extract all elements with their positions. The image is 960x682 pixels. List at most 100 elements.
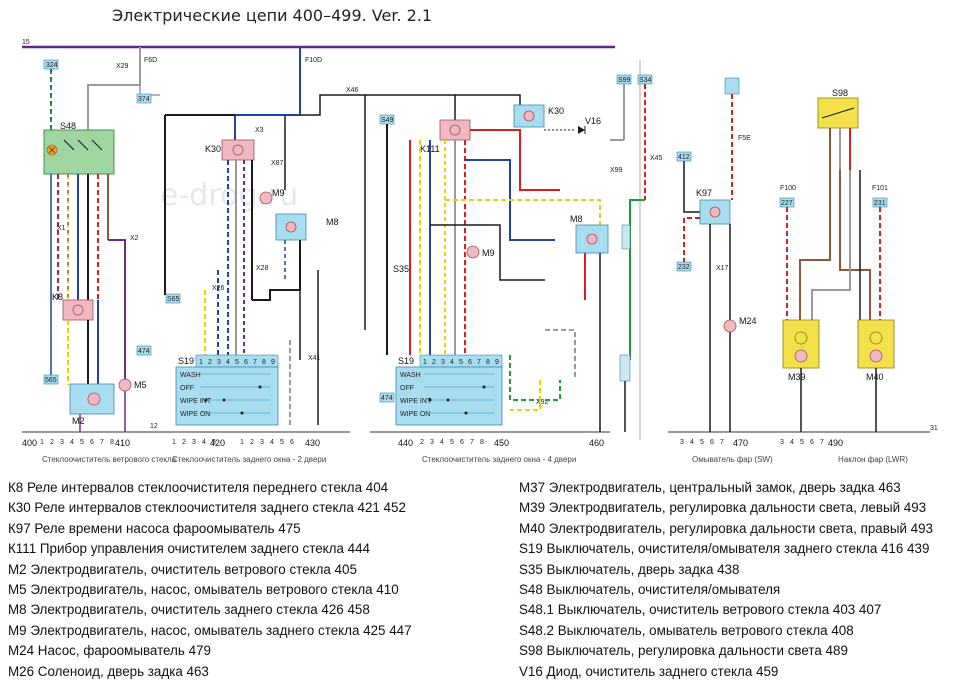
svg-text:3: 3 — [60, 439, 64, 446]
s19a-pin-9: 9 — [271, 359, 275, 366]
s19b-pin-9: 9 — [495, 359, 499, 366]
s19a-pin-4: 4 — [226, 359, 230, 366]
label-k8: K8 — [52, 292, 63, 302]
svg-text:6: 6 — [290, 439, 294, 446]
legend-right: М37 Электродвигатель, центральный замок,… — [519, 478, 933, 682]
conn-x87: X87 — [271, 160, 284, 167]
conn-x92: X92 — [536, 399, 549, 406]
legend-item: М37 Электродвигатель, центральный замок,… — [519, 480, 901, 495]
fuse-f101: F101 — [872, 185, 888, 192]
section-rear-4door: S49 S35 K111 M9 K30 V16 S99 S34 — [365, 74, 663, 432]
svg-text:5: 5 — [700, 439, 704, 446]
section-rear-2door: F10D X46 K30 X3 X87 M9 M8 X28 S65 X26 — [164, 47, 366, 426]
wire-tag-324: 324 — [46, 62, 58, 69]
relay-k30-2door — [221, 139, 255, 161]
col-s3-mid: 450 — [494, 438, 509, 448]
svg-text:3: 3 — [780, 439, 784, 446]
legend-item: М39 Электродвигатель, регулировка дально… — [519, 500, 927, 516]
section-windshield: 324 F6D X29 374 S48 X1 X2 K8 — [43, 47, 160, 432]
diagram-title: Электрические цепи 400–499. Ver. 2.1 — [112, 6, 433, 25]
wire-tag-231: 231 — [874, 200, 886, 207]
motor-icon — [87, 392, 101, 406]
svg-text:5: 5 — [450, 439, 454, 446]
s19a-pin-7: 7 — [253, 359, 257, 366]
conn-x41: X41 — [308, 355, 321, 362]
conn-x28: X28 — [256, 265, 269, 272]
wire-tag-232: 232 — [678, 264, 690, 271]
s19a-pin-3: 3 — [217, 359, 221, 366]
label-m5: M5 — [134, 380, 147, 390]
label-k30-2door: K30 — [205, 144, 221, 154]
section-caption-2: Стеклоочиститель заднего окна - 2 двери — [172, 455, 326, 464]
legend-item: М40 Электродвигатель, регулировка дально… — [519, 520, 933, 536]
svg-text:4: 4 — [202, 439, 206, 446]
conn-x46: X46 — [346, 87, 359, 94]
s19a-pin-5: 5 — [235, 359, 239, 366]
svg-text:4: 4 — [690, 439, 694, 446]
s19a-row-on: WIPE ON — [180, 411, 210, 418]
wire-tag-474b: 474 — [381, 395, 393, 402]
label-k97: K97 — [696, 188, 712, 198]
conn-x2: X2 — [130, 235, 139, 242]
label-m9-4door: M9 — [482, 248, 495, 258]
legend-item: S48.1 Выключатель, очиститель ветрового … — [519, 602, 882, 618]
svg-text:4: 4 — [270, 439, 274, 446]
svg-text:2: 2 — [250, 439, 254, 446]
switch-s19-2door — [175, 366, 279, 426]
legend-item: М9 Электродвигатель, насос, омыватель за… — [8, 622, 412, 638]
label-m8-2door: M8 — [326, 217, 339, 227]
conn-x17: X17 — [716, 265, 729, 272]
svg-text:6: 6 — [90, 439, 94, 446]
wire-tag-s34: S34 — [639, 77, 652, 84]
section-caption-1: Стеклоочиститель ветрового стекла — [42, 455, 177, 464]
s19b-row-wash: WASH — [400, 372, 421, 379]
switch-s48 — [43, 129, 115, 175]
svg-text:5: 5 — [280, 439, 284, 446]
svg-text:7: 7 — [470, 439, 474, 446]
legend-item: К8 Реле интервалов стеклоочистителя пере… — [8, 480, 389, 495]
label-s19-4door: S19 — [398, 356, 414, 366]
wire-tag-474: 474 — [138, 348, 150, 355]
watermark: e-drog.ru — [160, 178, 298, 213]
s19b-pin-1: 1 — [423, 359, 427, 366]
s19b-pin-6: 6 — [468, 359, 472, 366]
svg-text:1: 1 — [240, 439, 244, 446]
fuse-f5e: F5E — [738, 135, 751, 142]
fuse-f6d: F6D — [144, 57, 157, 64]
svg-text:2: 2 — [50, 439, 54, 446]
svg-text:8: 8 — [110, 439, 114, 446]
col-s3-start: 440 — [398, 438, 413, 448]
legend-item: М5 Электродвигатель, насос, омыватель ве… — [8, 582, 399, 598]
svg-text:8: 8 — [480, 439, 484, 446]
svg-text:1: 1 — [172, 439, 176, 446]
svg-text:2: 2 — [420, 439, 424, 446]
legend-item: К30 Реле интервалов стеклоочистителя зад… — [8, 500, 406, 516]
label-k30-4door: K30 — [548, 106, 564, 116]
s19b-pin-4: 4 — [450, 359, 454, 366]
legend-item: М26 Соленоид, дверь задка 463 — [8, 663, 209, 679]
s19b-pin-3: 3 — [441, 359, 445, 366]
label-m8-4door: M8 — [570, 214, 583, 224]
section-caption-5: Наклон фар (LWR) — [838, 455, 908, 464]
svg-text:6: 6 — [460, 439, 464, 446]
svg-text:1: 1 — [40, 439, 44, 446]
svg-text:7: 7 — [100, 439, 104, 446]
legend-item: М24 Насос, фароомыватель 479 — [8, 643, 211, 659]
wire-tag-s65: S65 — [167, 296, 180, 303]
fuse-f100: F100 — [780, 185, 796, 192]
svg-text:6: 6 — [710, 439, 714, 446]
label-m40: M40 — [866, 372, 884, 382]
col-s4-start: 470 — [733, 438, 748, 448]
section-caption-3: Стеклоочиститель заднего окна - 4 двери — [422, 455, 576, 464]
svg-text:3: 3 — [192, 439, 196, 446]
label-v16: V16 — [585, 116, 601, 126]
col-s2-end: 430 — [305, 438, 320, 448]
s19b-row-off: OFF — [400, 385, 414, 392]
label-m24: M24 — [739, 316, 757, 326]
s19a-row-int: WIPE INT — [180, 398, 212, 405]
legend-item: М8 Электродвигатель, очиститель заднего … — [8, 602, 370, 618]
label-s19-2door: S19 — [178, 356, 194, 366]
legend-item: М2 Электродвигатель, очиститель ветровог… — [8, 561, 357, 577]
wire-tag-374: 374 — [138, 96, 150, 103]
legend-left: К8 Реле интервалов стеклоочистителя пере… — [8, 478, 412, 682]
